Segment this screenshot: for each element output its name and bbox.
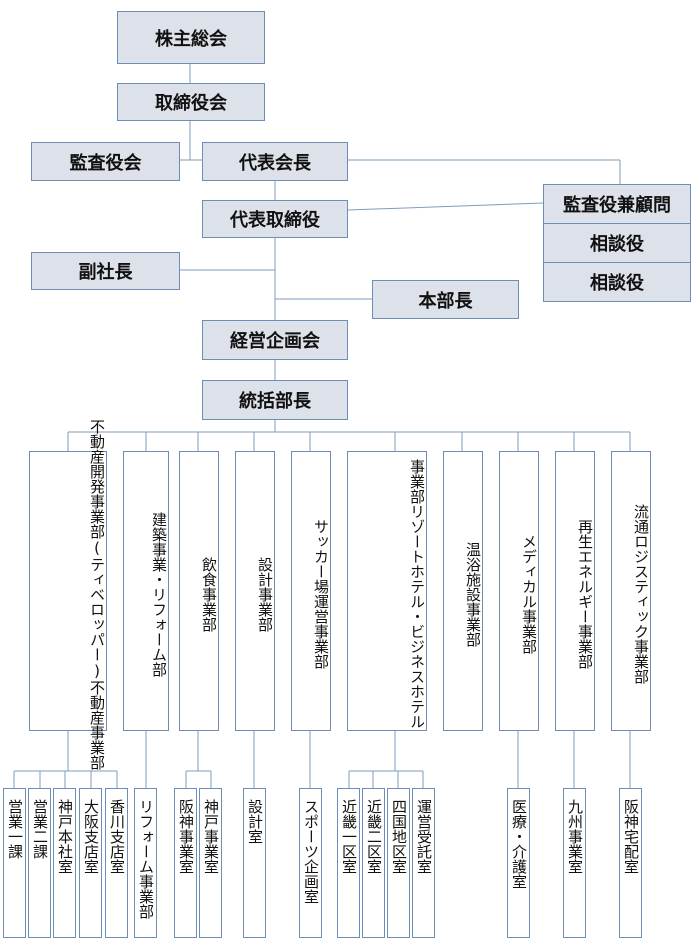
sub-unit-label: 九州事業室 <box>566 799 584 874</box>
sub-unit-dev-5: 香川支店室 <box>105 788 128 938</box>
sub-unit-label: 運営受託室 <box>415 799 433 874</box>
sub-unit-label: 営業一課 <box>6 799 24 859</box>
division-energy-line-1: 再生エネルギー事業部 <box>576 519 594 669</box>
sub-unit-label: リフォーム事業部 <box>137 799 155 919</box>
division-construction: 建築事業・リフォーム部 <box>123 451 169 731</box>
board-box: 取締役会 <box>117 83 265 121</box>
general-manager-label: 統括部長 <box>239 391 311 412</box>
sub-unit-label: 阪神宅配室 <box>622 799 640 874</box>
sub-unit-resort-4: 運営受託室 <box>412 788 435 938</box>
sub-unit-dev-1: 営業一課 <box>3 788 26 938</box>
division-medical-line-1: メディカル事業部 <box>520 534 538 654</box>
sub-unit-dev-3: 神戸本社室 <box>53 788 76 938</box>
planning-box: 経営企画会 <box>202 320 348 360</box>
division-design: 設計事業部 <box>235 451 275 731</box>
sub-unit-energy-1: 九州事業室 <box>563 788 586 938</box>
ceo-box: 代表取締役 <box>202 200 348 238</box>
division-construction-line-1: 建築事業・リフォーム部 <box>150 511 168 677</box>
sub-unit-logistics-1: 阪神宅配室 <box>619 788 642 938</box>
division-dev: 不動産開発事業部(ティベロッパー) 不動産事業部 <box>29 419 107 770</box>
sub-unit-label: 近畿一区室 <box>340 799 358 874</box>
division-resort: 事業部 リゾートホテル・ビジネスホテル <box>347 451 427 731</box>
sub-unit-label: 医療・介護室 <box>510 799 528 889</box>
board-label: 取締役会 <box>155 93 227 114</box>
advisor-label-1: 監査役兼顧問 <box>563 195 671 216</box>
division-food: 飲食事業部 <box>179 451 219 731</box>
sub-unit-label: 近畿二区室 <box>365 799 383 874</box>
sub-unit-dev-4: 大阪支店室 <box>79 788 102 938</box>
division-design-line-1: 設計事業部 <box>256 556 274 632</box>
sub-unit-label: 香川支店室 <box>108 799 126 874</box>
division-dev-line-2: 不動産事業部 <box>88 679 106 770</box>
sub-unit-food-2: 神戸事業室 <box>199 788 222 938</box>
sub-unit-label: 神戸事業室 <box>202 799 220 874</box>
advisor-box-2: 相談役 <box>543 223 691 263</box>
chairman-box: 代表会長 <box>202 142 348 181</box>
division-resort-line-2: リゾートホテル・ビジネスホテル <box>408 504 426 729</box>
advisor-box-3: 相談役 <box>543 262 691 302</box>
sub-unit-construction-1: リフォーム事業部 <box>134 788 157 938</box>
sub-unit-soccer-1: スポーツ企画室 <box>299 788 322 938</box>
auditors-label: 監査役会 <box>69 152 142 174</box>
sub-unit-resort-2: 近畿二区室 <box>362 788 385 938</box>
sub-unit-label: 神戸本社室 <box>56 799 74 874</box>
chairman-label: 代表会長 <box>239 152 311 174</box>
advisor-box-1: 監査役兼顧問 <box>543 184 691 224</box>
vice-president-label: 副社長 <box>78 262 133 283</box>
vice-president-box: 副社長 <box>31 252 180 290</box>
division-food-line-1: 飲食事業部 <box>200 556 218 632</box>
division-medical: メディカル事業部 <box>499 451 539 731</box>
sub-unit-resort-1: 近畿一区室 <box>337 788 360 938</box>
sub-unit-label: 設計室 <box>246 799 264 844</box>
division-dev-line-1: 不動産開発事業部(ティベロッパー) <box>88 418 106 680</box>
sub-unit-label: 大阪支店室 <box>82 799 100 874</box>
division-soccer: サッカー場運営事業部 <box>291 451 331 731</box>
shareholders-label: 株主総会 <box>155 28 227 50</box>
division-energy: 再生エネルギー事業部 <box>555 451 595 731</box>
division-resort-line-1: 事業部 <box>408 459 426 504</box>
division-logistics: 流通ロジスティック事業部 <box>611 451 651 731</box>
auditors-box: 監査役会 <box>31 142 180 181</box>
planning-label: 経営企画会 <box>230 331 320 352</box>
hq-manager-label: 本部長 <box>418 290 473 312</box>
advisor-label-3: 相談役 <box>590 273 644 294</box>
sub-unit-label: 阪神事業室 <box>177 799 195 874</box>
sub-unit-label: 営業二課 <box>31 799 49 859</box>
sub-unit-design-1: 設計室 <box>243 788 266 938</box>
advisor-label-2: 相談役 <box>590 234 644 255</box>
shareholders-box: 株主総会 <box>117 11 265 64</box>
sub-unit-label: スポーツ企画室 <box>302 799 320 904</box>
sub-unit-medical-1: 医療・介護室 <box>507 788 530 938</box>
sub-unit-label: 四国地区室 <box>390 799 408 874</box>
division-soccer-line-1: サッカー場運営事業部 <box>312 519 330 669</box>
hq-manager-box: 本部長 <box>372 280 519 319</box>
division-spa: 温浴施設事業部 <box>443 451 483 731</box>
division-spa-line-1: 温浴施設事業部 <box>464 541 482 647</box>
division-logistics-line-1: 流通ロジスティック事業部 <box>632 504 650 684</box>
ceo-label: 代表取締役 <box>230 210 320 231</box>
sub-unit-resort-3: 四国地区室 <box>387 788 410 938</box>
sub-unit-food-1: 阪神事業室 <box>174 788 197 938</box>
sub-unit-dev-2: 営業二課 <box>28 788 51 938</box>
general-manager-box: 統括部長 <box>202 380 348 420</box>
